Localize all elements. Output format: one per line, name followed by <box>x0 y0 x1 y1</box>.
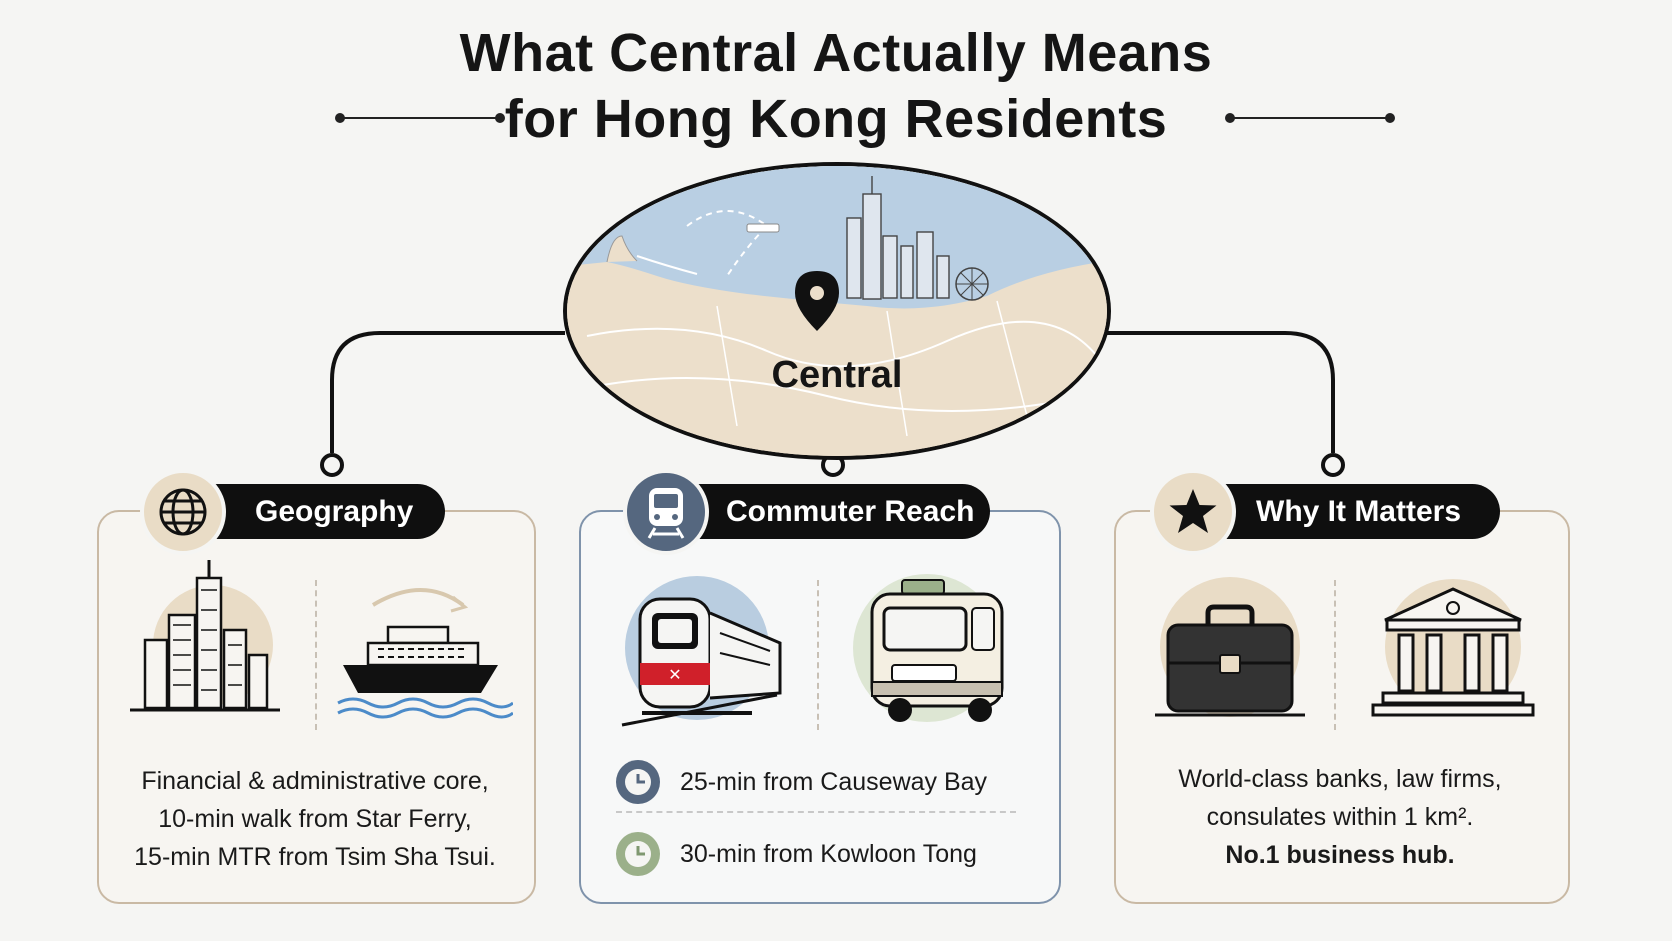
map-ferry <box>746 223 780 233</box>
train-icon <box>647 488 685 539</box>
bank-building-icon <box>1371 579 1535 717</box>
central-label: Central <box>771 354 903 396</box>
why-line-3: No.1 business hub. <box>1225 841 1455 869</box>
geography-description: Financial & administrative core, 10-min … <box>105 762 525 876</box>
geography-line-2: 10-min walk from Star Ferry, <box>158 805 472 833</box>
mtr-train-icon: ✕ <box>621 576 782 727</box>
geography-divider <box>315 580 317 730</box>
minibus-icon <box>853 574 1004 722</box>
title-line-1: What Central Actually Means <box>459 23 1213 83</box>
commute-row-divider <box>616 811 1016 813</box>
briefcase-icon <box>1155 577 1305 717</box>
title-line-2: for Hong Kong Residents <box>504 89 1168 149</box>
harbour-map-illustration <box>567 166 1107 456</box>
train-badge <box>623 469 709 555</box>
commute-row-2-text: 30-min from Kowloon Tong <box>680 839 977 868</box>
geography-line-3: 15-min MTR from Tsim Sha Tsui. <box>134 843 496 871</box>
title-left-rule <box>335 113 505 123</box>
commute-row-1: 25-min from Causeway Bay <box>616 760 987 804</box>
globe-icon <box>159 488 207 536</box>
star-icon <box>1169 489 1217 533</box>
globe-badge <box>140 469 226 555</box>
location-pin-icon <box>795 271 839 331</box>
commute-row-2: 30-min from Kowloon Tong <box>616 832 977 876</box>
star-badge <box>1150 469 1236 555</box>
central-map: Central <box>563 162 1111 460</box>
why-divider <box>1334 580 1336 730</box>
title-right-rule <box>1225 113 1395 123</box>
clock-icon <box>616 760 660 804</box>
commuter-divider <box>817 580 819 730</box>
skyline-icon <box>846 176 950 300</box>
commuter-reach-heading: Commuter Reach <box>660 484 990 539</box>
why-description: World-class banks, law firms, consulates… <box>1120 760 1560 874</box>
why-line-1: World-class banks, law firms, <box>1178 765 1502 793</box>
clock-icon <box>616 832 660 876</box>
commute-row-1-text: 25-min from Causeway Bay <box>680 767 988 796</box>
why-line-2: consulates within 1 km². <box>1206 803 1474 831</box>
why-it-matters-heading: Why It Matters <box>1190 484 1500 539</box>
svg-text:✕: ✕ <box>668 665 681 684</box>
geography-heading: Geography <box>190 484 445 539</box>
ferry-icon <box>337 588 513 719</box>
geography-line-1: Financial & administrative core, <box>141 767 489 795</box>
skyline-icon <box>130 560 280 712</box>
